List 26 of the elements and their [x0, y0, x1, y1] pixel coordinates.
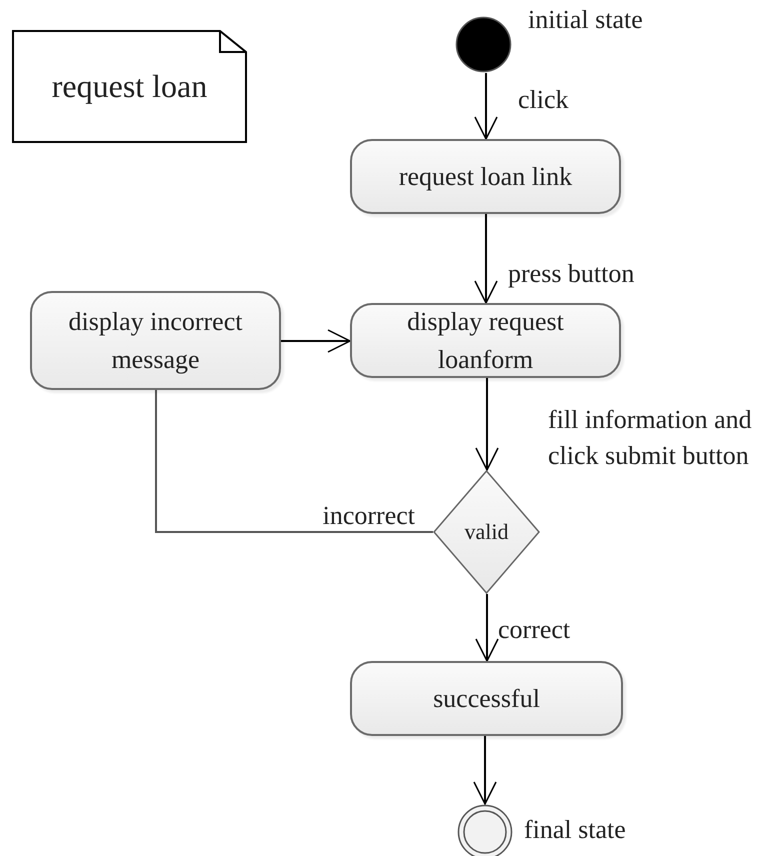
node-text: display incorrect message — [68, 306, 244, 376]
arrow — [475, 378, 499, 471]
edge-label: correct — [498, 614, 572, 646]
node-text: request loan link — [398, 160, 572, 193]
state-label: initial state — [528, 4, 643, 36]
action-box — [350, 661, 623, 736]
arrow — [281, 329, 351, 353]
edge-label: incorrect — [322, 500, 415, 532]
node-text: request loan — [52, 67, 208, 106]
state-label: final state — [524, 814, 626, 846]
action-box — [350, 139, 621, 214]
initial-state-circle — [455, 16, 512, 73]
arrow — [475, 594, 499, 662]
note-box — [12, 30, 247, 143]
edge-label: click — [518, 84, 570, 116]
arrow — [474, 214, 498, 304]
arrow — [473, 736, 497, 805]
edge-label: fill information and click submit button — [548, 404, 753, 472]
edge-label: press button — [508, 258, 636, 290]
action-box — [30, 291, 281, 390]
action-box — [350, 303, 621, 378]
decision-diamond — [433, 470, 540, 594]
arrow — [474, 73, 498, 140]
node-text: successful — [433, 682, 540, 715]
node-text: display request loanform — [406, 306, 565, 376]
node-text: valid — [464, 518, 508, 546]
